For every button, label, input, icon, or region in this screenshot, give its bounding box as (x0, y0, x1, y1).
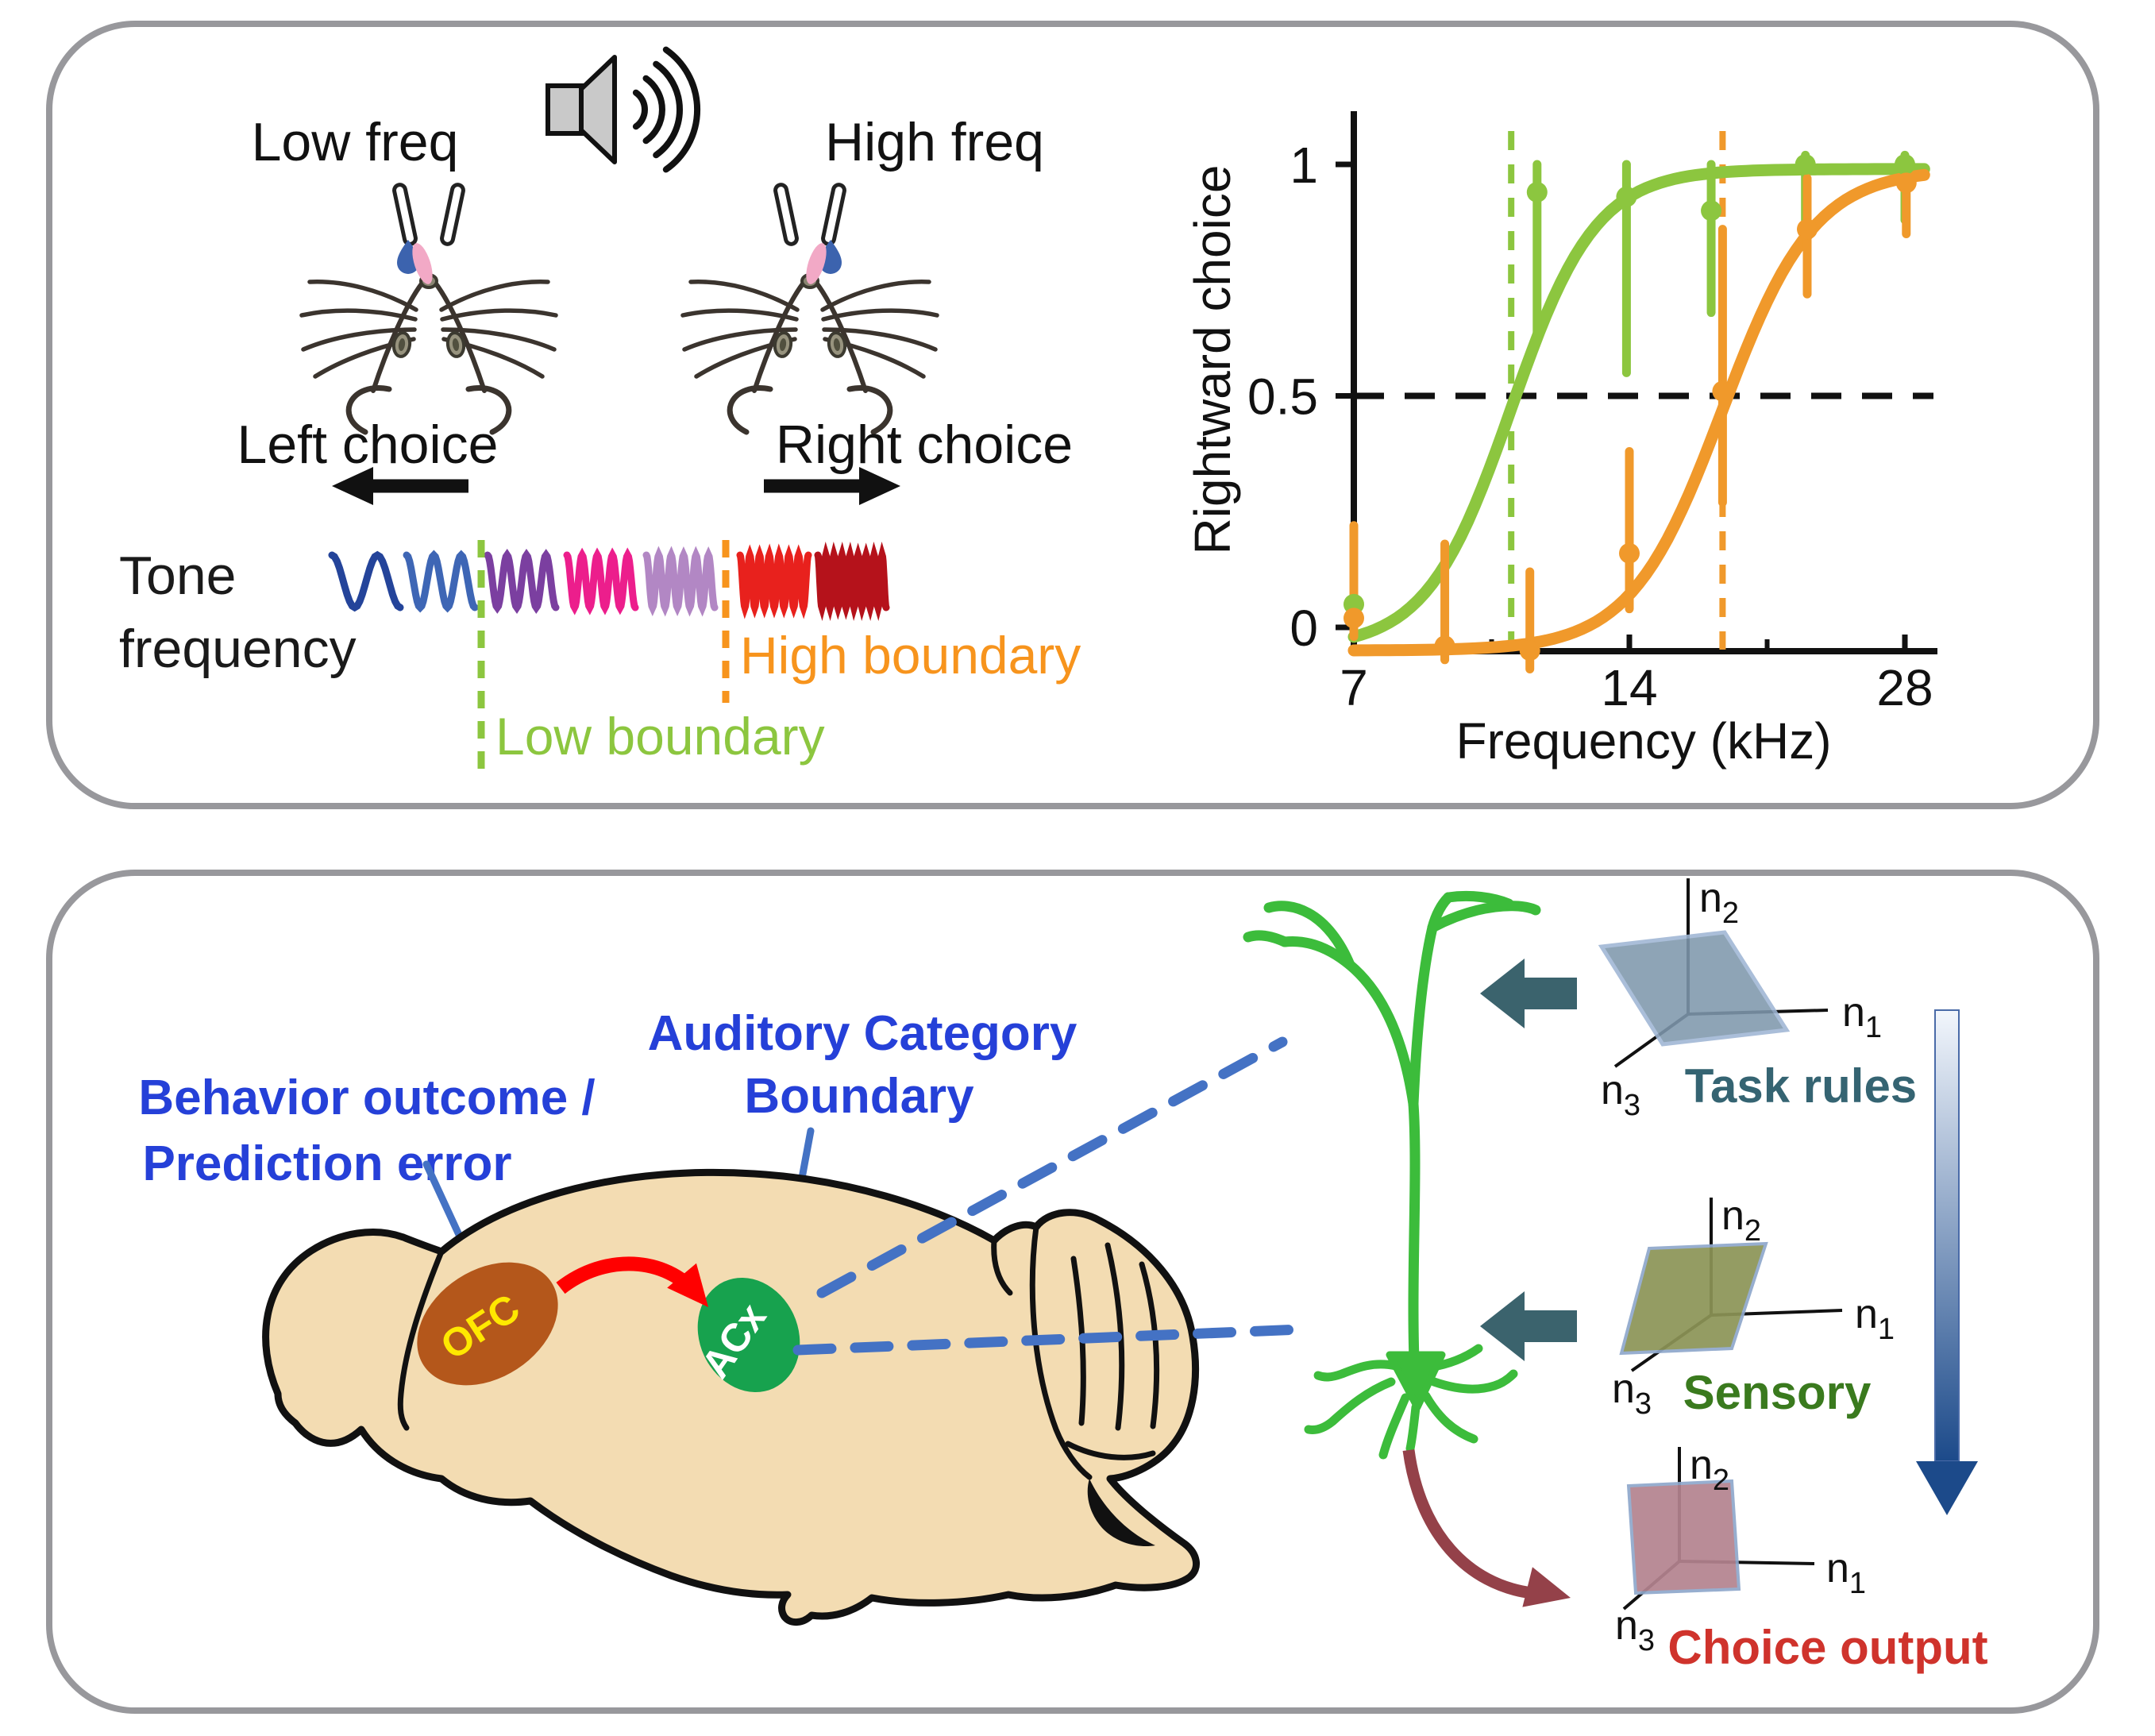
neuron-soma (1386, 1351, 1446, 1411)
mouse-tongue (806, 243, 827, 284)
tone-2-waveform (403, 550, 479, 613)
y-tick-label-0: 0 (1290, 600, 1318, 657)
y-tick-label-1: 1 (1290, 137, 1318, 194)
neuron-tuft-branch-3 (1408, 892, 1454, 1109)
low-boundary-point-1 (1526, 181, 1548, 203)
neuron-tuft-branch-2 (1263, 901, 1355, 970)
y-tick-label-0.5: 0.5 (1247, 368, 1318, 426)
speaker-icon (545, 46, 701, 173)
task-n1-label: n1 (1842, 990, 1882, 1044)
auditory-category-label-line2: Boundary (744, 1069, 974, 1124)
low-freq-label: Low freq (252, 112, 459, 172)
x-tick-label-7: 7 (1340, 659, 1368, 716)
tone-4-waveform (563, 547, 639, 615)
tone-label-line2: frequency (119, 619, 357, 679)
zoom-dashed-line-lower (792, 1324, 1306, 1356)
neuron-tuft-branch-5 (1443, 890, 1514, 909)
low-boundary-point-5 (1895, 154, 1915, 175)
behavior-outcome-label-line1: Behavior outcome / (138, 1071, 595, 1125)
x-tick-label-28: 28 (1876, 659, 1933, 716)
olfactory-bulb-boundary (397, 1248, 445, 1431)
acx-region (697, 1277, 800, 1393)
left-mouse (302, 183, 556, 432)
psychometric-plot: Rightward choice Frequency (kHz) 0 0.5 1 7 1… (1184, 111, 1937, 770)
low-boundary-point-2 (1616, 186, 1637, 207)
sensory-label: Sensory (1683, 1366, 1872, 1419)
sensory-subspace: n2 n1 n3 Sensory (1612, 1193, 1895, 1421)
ofc-region (417, 1262, 558, 1386)
task-n2-label: n2 (1699, 875, 1739, 930)
top-panel-border (46, 21, 2099, 809)
neuron-tuft-branch-1 (1279, 936, 1419, 1109)
choice-output-arrow (1402, 1449, 1571, 1607)
left-arrow-icon (332, 467, 468, 505)
right-arrow-icon (764, 467, 900, 505)
bottom-panel: Behavior outcome / Prediction error Audi… (46, 870, 2099, 1714)
choice-output-label: Choice output (1667, 1621, 1987, 1674)
high-boundary-point-5 (1796, 218, 1818, 240)
choice-n3-label: n3 (1615, 1603, 1655, 1657)
neuron-tuft-branch-4 (1427, 901, 1541, 933)
sensory-input-arrow (1480, 1291, 1577, 1361)
high-boundary-label: High boundary (740, 626, 1081, 685)
y-axis-title: Rightward choice (1184, 165, 1241, 555)
high-boundary-point-4 (1712, 380, 1733, 402)
ofc-to-acx-arrow (556, 1256, 708, 1307)
tone-waveforms (328, 542, 890, 621)
choice-n2-label: n2 (1690, 1442, 1729, 1497)
right-choice-label: Right choice (776, 415, 1073, 475)
cerebellum-fold-4 (1065, 1441, 1156, 1460)
task-rules-label: Task rules (1685, 1059, 1917, 1113)
sensory-n2-label: n2 (1721, 1193, 1761, 1248)
cerebellum-fold-2 (1104, 1242, 1125, 1431)
gradient-flow-arrow (1916, 1009, 1978, 1515)
right-mouse (683, 183, 937, 432)
high-freq-label: High freq (825, 112, 1044, 172)
pyramidal-neuron (1243, 890, 1541, 1460)
neuron-axon (1405, 1402, 1421, 1453)
task-rules-input-arrow (1480, 959, 1577, 1028)
zoom-dashed-lines (792, 1036, 1306, 1356)
sensory-n1-label: n1 (1855, 1291, 1895, 1346)
task-rules-subspace: n2 n1 n3 Task rules (1598, 875, 1917, 1122)
low-boundary-label: Low boundary (495, 707, 825, 766)
tone-3-waveform (484, 548, 560, 615)
auditory-category-label-line1: Auditory Category (648, 1006, 1078, 1061)
task-n3-label: n3 (1601, 1067, 1640, 1122)
top-panel: Low freq High freq Left choice Right cho… (46, 21, 2099, 809)
high-boundary-point-1 (1434, 635, 1455, 657)
x-axis-title: Frequency (kHz) (1456, 712, 1832, 770)
cerebellum-boundary (1029, 1224, 1093, 1480)
mouse-brain: OFC ACx (262, 1168, 1200, 1626)
low-boundary-point-3 (1701, 200, 1722, 222)
sensory-n3-label: n3 (1612, 1366, 1652, 1421)
high-boundary-point-6 (1895, 172, 1917, 194)
low-boundary-point-4 (1795, 154, 1816, 175)
task-rules-plane (1598, 930, 1791, 1047)
behavior-outcome-label-line2: Prediction error (142, 1136, 511, 1191)
choice-output-plane (1626, 1479, 1741, 1595)
sensory-plane (1619, 1241, 1768, 1356)
midbrain-line (991, 1237, 1013, 1296)
tone-1-lowest-waveform (328, 550, 404, 612)
zoom-dashed-line-upper (816, 1036, 1288, 1298)
high-boundary-point-0 (1344, 608, 1364, 629)
tone-6-waveform (736, 543, 812, 619)
choice-n1-label: n1 (1826, 1545, 1866, 1600)
neuron-tuft-tip (1243, 930, 1290, 947)
choice-output-subspace: n2 n1 n3 Choice output (1615, 1442, 1988, 1674)
sound-wave-arcs (632, 46, 701, 173)
x-tick-label-14: 14 (1601, 659, 1657, 716)
left-choice-label: Left choice (237, 415, 499, 475)
tone-7-highest-waveform (814, 542, 890, 621)
tone-label-line1: Tone (119, 546, 236, 606)
high-boundary-point-2 (1519, 640, 1540, 662)
high-boundary-point-3 (1619, 542, 1640, 564)
tone-5-waveform (642, 546, 719, 617)
mouse-tongue (412, 243, 433, 284)
neuron-apical-trunk (1408, 1098, 1421, 1385)
plot-data-layer: 0 0.5 1 7 14 28 (1247, 131, 1933, 716)
cerebellum-brainstem-gap (1087, 1479, 1155, 1547)
